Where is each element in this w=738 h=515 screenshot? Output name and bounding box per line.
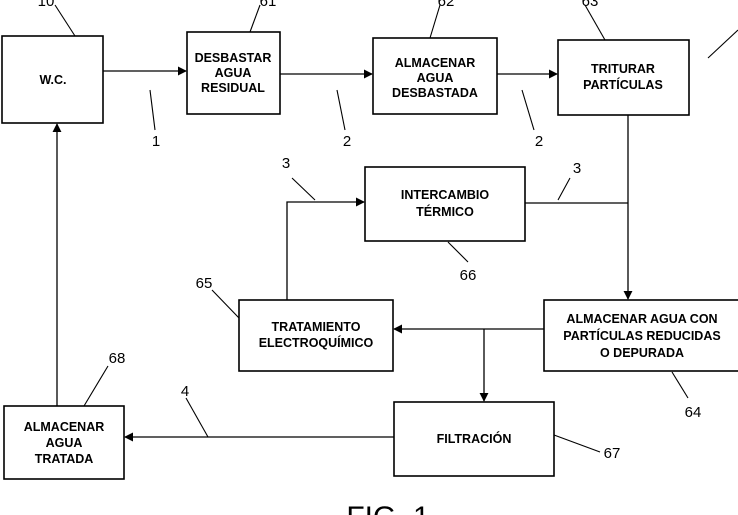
box-wc-line-0: W.C. xyxy=(39,73,66,87)
box-desbastar-line-0: DESBASTAR xyxy=(195,51,272,65)
box-tratamiento: TRATAMIENTO ELECTROQUÍMICO xyxy=(238,299,394,372)
leader-ref-64 xyxy=(671,371,689,399)
box-almacenar-reducidas-line-1: PARTÍCULAS REDUCIDAS xyxy=(563,328,720,343)
ref-3-first: 3 xyxy=(282,155,290,172)
box-almacenar-reducidas-line-2: O DEPURADA xyxy=(600,346,684,360)
box-tratamiento-line-1: ELECTROQUÍMICO xyxy=(259,335,374,350)
ref-3-second: 3 xyxy=(573,160,581,177)
leader-ref-66 xyxy=(447,241,469,263)
ref-63: 63 xyxy=(582,0,599,10)
box-almacenar-desbastada-line-0: ALMACENAR xyxy=(395,56,476,70)
ref-61: 61 xyxy=(260,0,277,10)
leader-ref-67 xyxy=(553,434,601,453)
ref-10: 10 xyxy=(38,0,55,10)
leader-ref-3a xyxy=(291,177,316,201)
leader-ref-62 xyxy=(429,4,441,39)
box-almacenar-tratada: ALMACENAR AGUA TRATADA xyxy=(3,405,125,480)
box-desbastar-line-1: AGUA xyxy=(215,66,252,80)
ref-66: 66 xyxy=(460,267,477,284)
ref-68: 68 xyxy=(109,350,126,367)
ref-2-first: 2 xyxy=(343,133,351,150)
leader-ref-65 xyxy=(211,289,240,319)
figure-label: FIG. 1 xyxy=(346,501,429,515)
box-almacenar-desbastada-line-1: AGUA xyxy=(417,71,454,85)
leader-ref-3b xyxy=(557,177,571,201)
ref-62: 62 xyxy=(438,0,455,10)
leader-ref-61 xyxy=(249,4,261,33)
ref-67: 67 xyxy=(604,445,621,462)
leader-ref-2a xyxy=(336,89,346,131)
leader-ref-10 xyxy=(54,4,76,37)
box-triturar: TRITURAR PARTÍCULAS xyxy=(557,39,690,116)
box-almacenar-reducidas: ALMACENAR AGUA CON PARTÍCULAS REDUCIDAS … xyxy=(543,299,738,372)
ref-2-second: 2 xyxy=(535,133,543,150)
box-tratamiento-line-0: TRATAMIENTO xyxy=(272,320,361,334)
leader-ref-68 xyxy=(83,365,109,407)
leader-fig-pointer xyxy=(707,29,738,59)
box-intercambio-line-0: INTERCAMBIO xyxy=(401,188,489,202)
leader-ref-1 xyxy=(149,89,156,131)
box-intercambio: INTERCAMBIO TÉRMICO xyxy=(364,166,526,242)
box-triturar-line-0: TRITURAR xyxy=(591,62,655,76)
box-desbastar: DESBASTAR AGUA RESIDUAL xyxy=(186,31,281,115)
box-wc: W.C. xyxy=(1,35,104,124)
leader-ref-4 xyxy=(185,397,209,438)
leader-ref-2b xyxy=(521,89,535,131)
ref-1: 1 xyxy=(152,133,160,150)
box-almacenar-tratada-line-1: AGUA xyxy=(46,436,83,450)
ref-64: 64 xyxy=(685,404,702,421)
ref-4: 4 xyxy=(181,383,189,400)
box-intercambio-line-1: TÉRMICO xyxy=(416,204,474,219)
ref-65: 65 xyxy=(196,275,213,292)
flow-tratamiento-to-intercambio xyxy=(286,197,365,300)
leader-ref-63 xyxy=(584,4,606,41)
box-almacenar-desbastada: ALMACENAR AGUA DESBASTADA xyxy=(372,37,498,115)
box-almacenar-desbastada-line-2: DESBASTADA xyxy=(392,86,478,100)
box-filtracion-line-0: FILTRACIÓN xyxy=(437,431,512,446)
box-triturar-line-1: PARTÍCULAS xyxy=(583,77,663,92)
box-desbastar-line-2: RESIDUAL xyxy=(201,81,265,95)
box-almacenar-tratada-line-0: ALMACENAR xyxy=(24,420,105,434)
box-filtracion: FILTRACIÓN xyxy=(393,401,555,477)
box-almacenar-reducidas-line-0: ALMACENAR AGUA CON xyxy=(566,312,717,326)
box-almacenar-tratada-line-2: TRATADA xyxy=(35,452,94,466)
